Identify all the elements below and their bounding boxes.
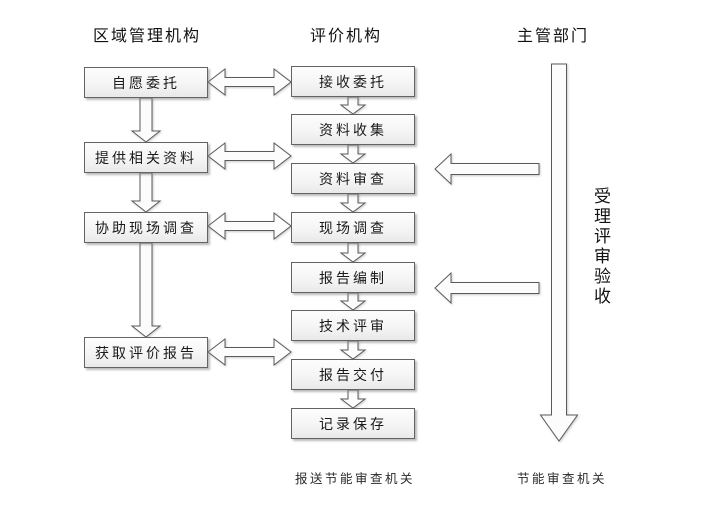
node-data-collection: 资料收集 <box>291 114 415 145</box>
down-arrow-materials-to-assist <box>130 172 162 213</box>
down-arrow-technical-to-delivery <box>339 340 367 360</box>
column-header-regional-agency: 区域管理机构 <box>93 28 202 45</box>
double-arrow-report <box>207 337 292 367</box>
node-obtain-evaluation-report: 获取评价报告 <box>84 337 208 368</box>
down-arrow-entrust-to-materials <box>130 97 162 143</box>
down-arrow-review-to-survey <box>339 193 367 213</box>
down-arrow-collection-to-review <box>339 144 367 164</box>
node-record-keeping: 记录保存 <box>291 408 415 439</box>
node-site-survey: 现场调查 <box>291 212 415 243</box>
double-arrow-entrust <box>207 67 292 97</box>
footnote-submit-to-review-authority: 报送节能审查机关 <box>295 472 416 486</box>
node-provide-materials: 提供相关资料 <box>84 142 208 173</box>
down-arrow-survey-to-report <box>339 242 367 263</box>
left-arrow-report-preparation <box>434 271 540 305</box>
node-report-preparation: 报告编制 <box>291 262 415 293</box>
double-arrow-materials <box>207 141 292 171</box>
column-header-authority: 主管部门 <box>517 28 590 45</box>
left-arrow-data-review <box>434 152 540 186</box>
node-report-delivery: 报告交付 <box>291 359 415 390</box>
side-note-acceptance-review: 受理评审验收 <box>591 187 610 307</box>
double-arrow-survey <box>207 211 292 241</box>
down-arrow-accept-to-collection <box>339 96 367 115</box>
node-accept-entrustment: 接收委托 <box>291 66 415 97</box>
node-voluntary-entrustment: 自愿委托 <box>84 67 208 98</box>
column-header-evaluation-agency: 评价机构 <box>310 28 383 45</box>
down-arrow-assist-to-obtain <box>130 242 162 338</box>
footnote-review-authority: 节能审查机关 <box>517 472 608 486</box>
down-arrow-delivery-to-record <box>339 389 367 409</box>
node-technical-review: 技术评审 <box>291 310 415 341</box>
down-arrow-report-to-technical <box>339 292 367 311</box>
node-data-review: 资料审查 <box>291 163 415 194</box>
node-assist-site-survey: 协助现场调查 <box>84 212 208 243</box>
long-down-arrow-authority <box>539 63 579 442</box>
